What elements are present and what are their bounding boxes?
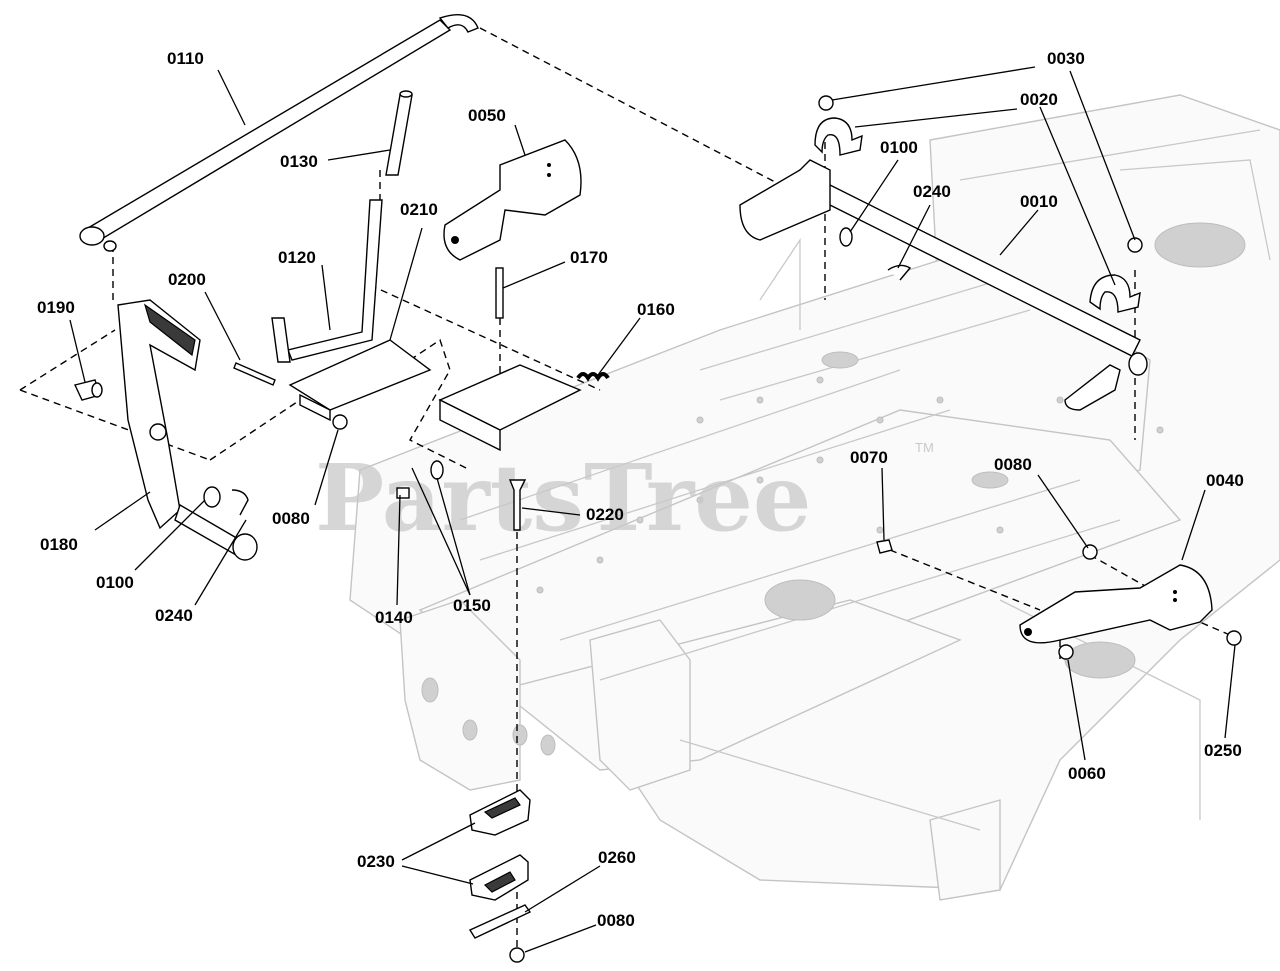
watermark-trademark: TM (915, 440, 934, 455)
label-0160[interactable]: 0160 (637, 300, 675, 319)
part-0130-sleeve[interactable] (385, 90, 413, 176)
label-0260[interactable]: 0260 (598, 848, 636, 867)
part-0210-bracket[interactable] (288, 339, 432, 422)
label-0190[interactable]: 0190 (37, 298, 75, 317)
label-0150[interactable]: 0150 (453, 596, 491, 615)
label-0120[interactable]: 0120 (278, 248, 316, 267)
leader-lines (69, 66, 1236, 953)
part-0010-lift-shaft[interactable] (739, 159, 1148, 411)
part-0050-bracket-plate[interactable] (443, 139, 582, 261)
part-0150-washer[interactable] (430, 460, 444, 480)
part-0160-spring[interactable] (576, 372, 610, 382)
label-0080-left[interactable]: 0080 (272, 509, 310, 528)
label-0070[interactable]: 0070 (850, 448, 888, 467)
part-0230-clamp-upper[interactable] (469, 789, 531, 836)
part-0040-bracket[interactable] (1019, 564, 1213, 644)
part-0170-pin[interactable] (495, 267, 504, 319)
label-0010[interactable]: 0010 (1020, 192, 1058, 211)
part-0240-clip-right[interactable] (887, 264, 912, 281)
label-0060[interactable]: 0060 (1068, 764, 1106, 783)
part-0060-bolt[interactable] (1058, 644, 1074, 660)
part-0250-bolt[interactable] (1226, 630, 1242, 646)
part-0200-bolt[interactable] (233, 362, 276, 386)
label-0100-right[interactable]: 0100 (880, 138, 918, 157)
part-0020-clamp[interactable] (814, 117, 863, 156)
part-0080-nut-right[interactable] (1082, 544, 1098, 560)
label-0250[interactable]: 0250 (1204, 741, 1242, 760)
part-0080-nut-upper[interactable] (332, 414, 348, 430)
label-0240-right[interactable]: 0240 (913, 182, 951, 201)
label-0140[interactable]: 0140 (375, 608, 413, 627)
part-0190-spacer[interactable] (74, 379, 103, 401)
part-0260-strap[interactable] (468, 904, 532, 939)
label-0050[interactable]: 0050 (468, 106, 506, 125)
part-labels: 0030 0020 0100 0240 0010 0070 0080 0040 … (37, 49, 1244, 930)
part-mount-block (438, 364, 582, 452)
part-0070-nut[interactable] (876, 539, 893, 554)
part-0140-bolt[interactable] (396, 487, 410, 499)
part-0080-nut-bottom[interactable] (509, 947, 525, 963)
part-0100-washer-right[interactable] (839, 227, 853, 247)
label-0080-right[interactable]: 0080 (994, 455, 1032, 474)
label-0200[interactable]: 0200 (168, 270, 206, 289)
label-0230[interactable]: 0230 (357, 852, 395, 871)
label-0170[interactable]: 0170 (570, 248, 608, 267)
label-0080-bottom[interactable]: 0080 (597, 911, 635, 930)
part-0240-clip-left[interactable] (231, 489, 249, 516)
part-0100-washer-left[interactable] (203, 486, 221, 508)
label-0040[interactable]: 0040 (1206, 471, 1244, 490)
part-0020-clamp-right[interactable] (1089, 274, 1141, 313)
label-0020[interactable]: 0020 (1020, 90, 1058, 109)
part-0220-pin[interactable] (508, 479, 527, 531)
label-0240-left[interactable]: 0240 (155, 606, 193, 625)
part-0120-handle[interactable] (271, 199, 383, 363)
part-0030-bolt-a[interactable] (818, 95, 834, 111)
watermark: PartsTree (315, 444, 811, 552)
part-pedal-pin[interactable] (174, 503, 258, 561)
part-0110-lift-rod[interactable] (79, 14, 479, 252)
label-0130[interactable]: 0130 (280, 152, 318, 171)
label-0030[interactable]: 0030 (1047, 49, 1085, 68)
part-0230-clamp-lower[interactable] (469, 854, 529, 901)
label-0220[interactable]: 0220 (586, 505, 624, 524)
label-0100-left[interactable]: 0100 (96, 573, 134, 592)
label-0210[interactable]: 0210 (400, 200, 438, 219)
label-0180[interactable]: 0180 (40, 535, 78, 554)
part-0030-bolt-b[interactable] (1127, 237, 1143, 253)
part-0180-pedal[interactable] (117, 299, 201, 530)
label-0110[interactable]: 0110 (167, 49, 204, 68)
